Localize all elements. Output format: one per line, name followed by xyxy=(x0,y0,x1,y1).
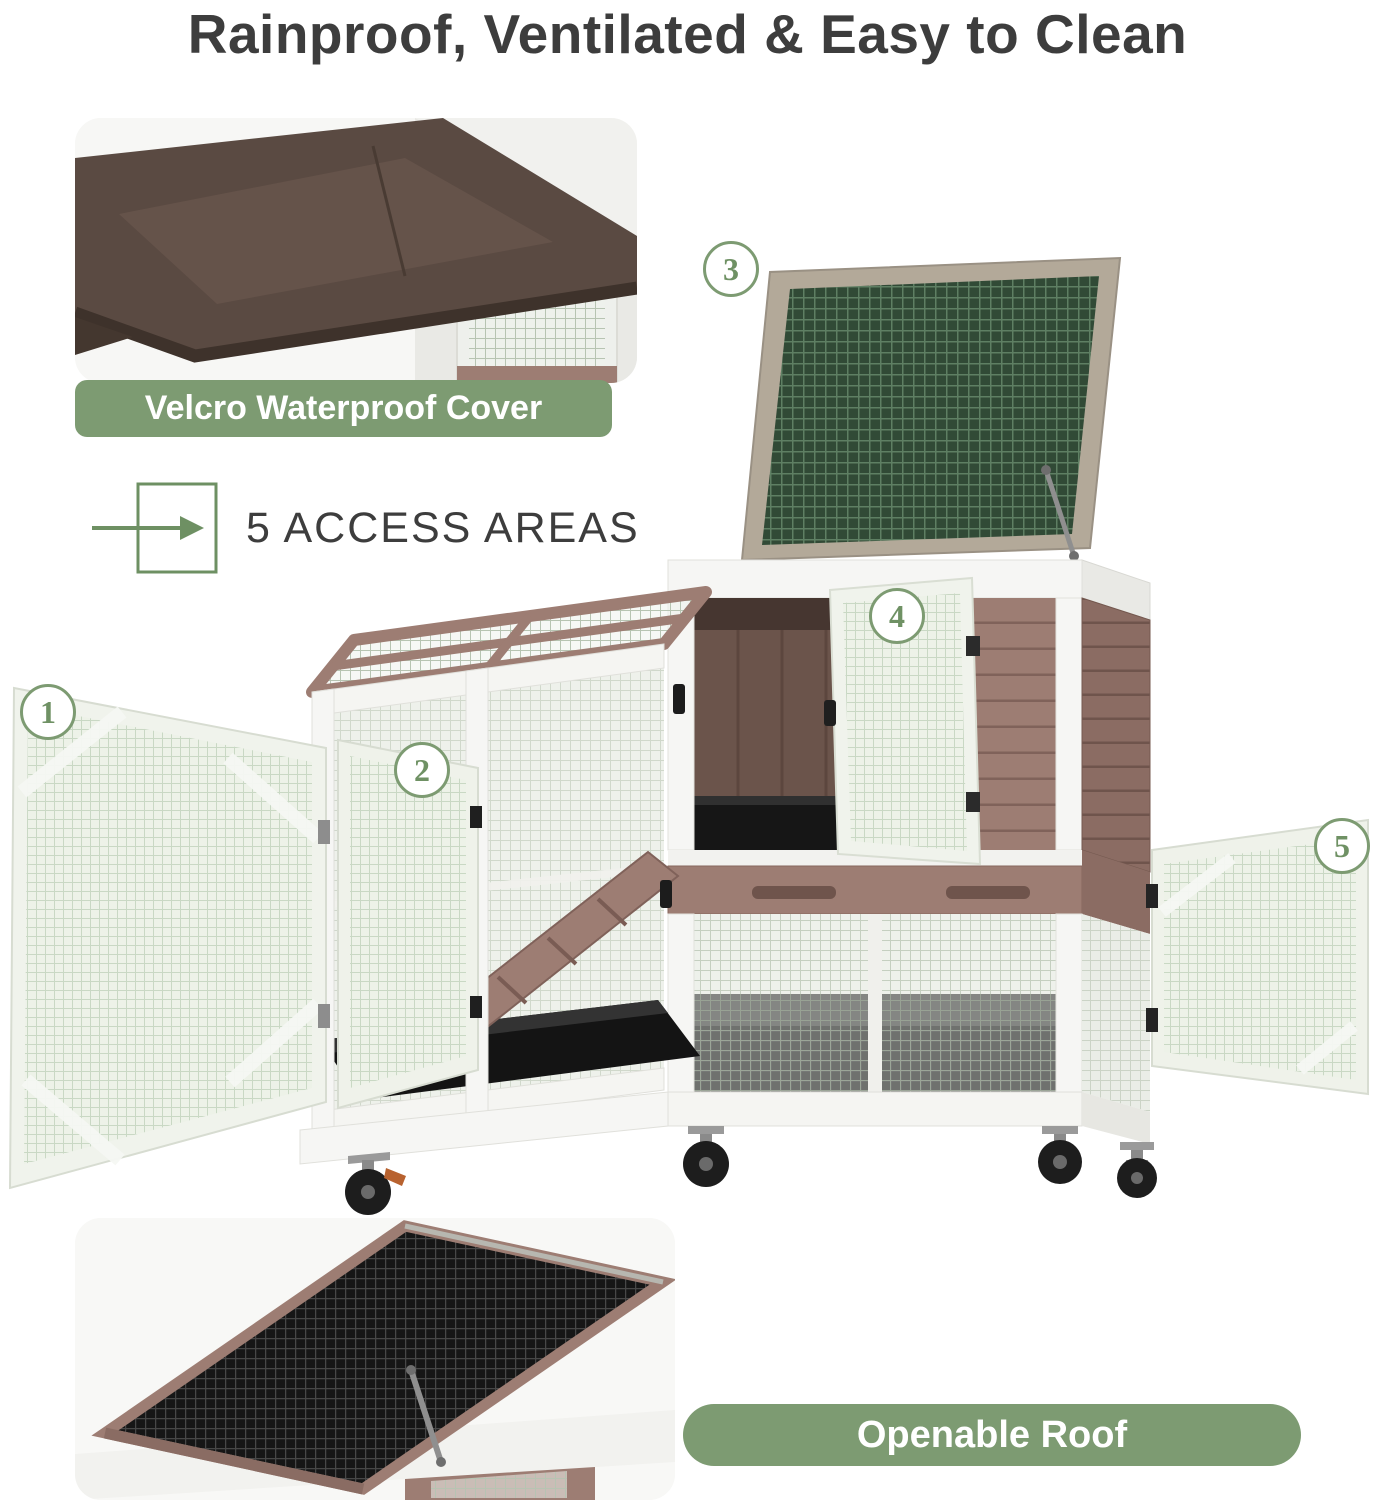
hutch-latches xyxy=(660,684,685,908)
hutch-door-4-open xyxy=(824,576,982,866)
hutch-base-casters xyxy=(299,1091,1157,1215)
access-areas-callout: 5 ACCESS AREAS xyxy=(92,478,640,578)
hutch-door-2-open xyxy=(337,738,482,1110)
badge-number: 3 xyxy=(723,250,739,287)
openable-roof-label: Openable Roof xyxy=(683,1404,1301,1466)
access-badge-3: 3 xyxy=(703,241,759,297)
access-badge-2: 2 xyxy=(394,742,450,798)
access-badge-4: 4 xyxy=(869,588,925,644)
waterproof-cover-inset-photo xyxy=(75,118,637,383)
hutch-door-1-open xyxy=(8,686,330,1190)
openable-roof-inset-photo xyxy=(75,1218,675,1500)
waterproof-cover-illustration xyxy=(75,118,637,383)
hutch-door-5-open xyxy=(1146,818,1369,1096)
access-badge-1: 1 xyxy=(20,684,76,740)
arrow-through-square-icon xyxy=(92,482,218,574)
badge-number: 5 xyxy=(1334,827,1350,864)
badge-number: 2 xyxy=(414,751,430,788)
badge-number: 1 xyxy=(40,693,56,730)
access-areas-label: 5 ACCESS AREAS xyxy=(246,503,640,552)
access-badge-5: 5 xyxy=(1314,818,1370,874)
waterproof-cover-label: Velcro Waterproof Cover xyxy=(75,380,612,437)
page-title: Rainproof, Ventilated & Easy to Clean xyxy=(187,3,1188,65)
openable-roof-illustration xyxy=(75,1218,675,1500)
hutch-open-lid xyxy=(740,256,1122,562)
badge-number: 4 xyxy=(889,597,905,634)
